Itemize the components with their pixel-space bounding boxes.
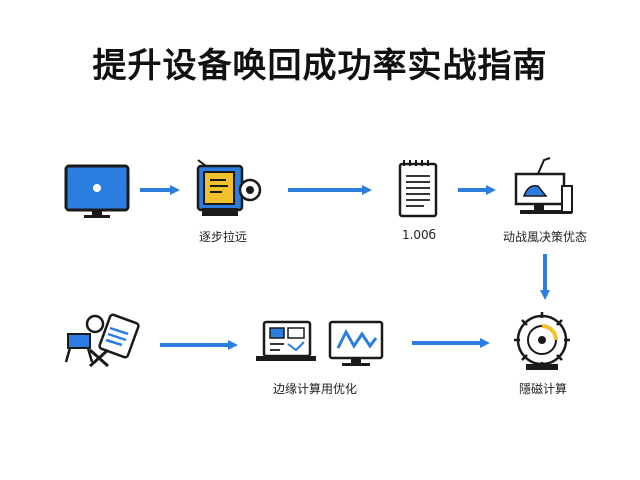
gear-device-icon [514, 312, 570, 370]
workstation-icon [514, 157, 573, 214]
node-label-gear-device: 隱磁计算 [518, 382, 567, 396]
chart-monitor-icon [328, 320, 384, 366]
page-title: 提升设备唤回成功率实战指南 [92, 46, 548, 86]
node-label-dashboard: 边缘计算用优化 [272, 382, 357, 396]
tools-clipboard-icon [64, 313, 140, 368]
monitor-icon [64, 164, 130, 218]
document-icon [398, 160, 438, 218]
node-label-document: 1.00б [401, 228, 437, 242]
node-label-workstation: 动战風决策优态 [502, 230, 587, 244]
dashboard-icon [256, 320, 316, 361]
node-label-camera-box: 逐步拉远 [198, 230, 247, 244]
camera-box-icon [196, 159, 262, 216]
